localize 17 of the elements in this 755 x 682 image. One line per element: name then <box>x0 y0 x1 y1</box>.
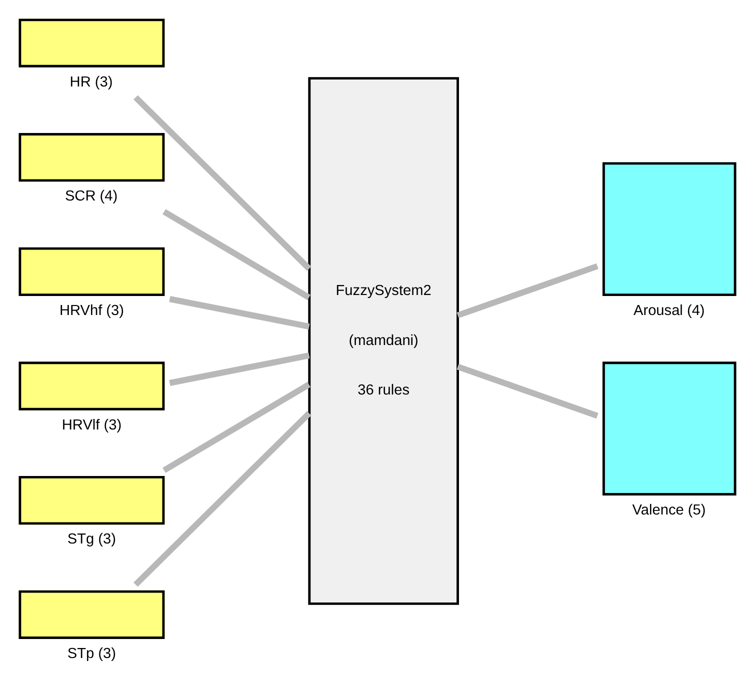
node-label: HRVhf (3) <box>59 302 124 319</box>
connector <box>456 364 598 419</box>
node-box: FuzzySystem2 (mamdani) 36 rules <box>308 77 459 605</box>
connector <box>162 209 310 300</box>
connector <box>134 95 312 271</box>
node-label: HR (3) <box>70 74 113 90</box>
node-label: Valence (5) <box>632 502 706 518</box>
node-label: HRVlf (3) <box>62 417 122 434</box>
connector <box>456 263 598 318</box>
connector <box>169 352 310 386</box>
connector <box>169 296 310 330</box>
node-label: STg (3) <box>67 532 116 548</box>
node-label: Arousal (4) <box>634 302 705 319</box>
connector <box>162 382 310 473</box>
connector <box>134 411 312 587</box>
node-label: STp (3) <box>67 646 116 662</box>
node-label: SCR (4) <box>64 188 118 205</box>
